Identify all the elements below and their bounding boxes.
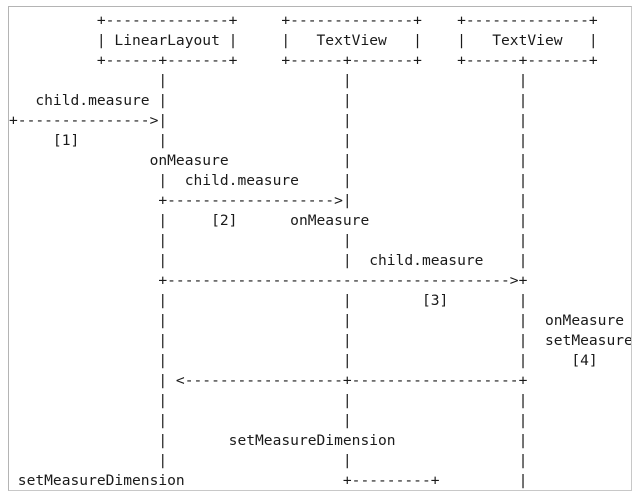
diagram-frame: +--------------+ +--------------+ +-----… — [8, 6, 632, 491]
ascii-sequence-diagram: +--------------+ +--------------+ +-----… — [9, 12, 632, 489]
